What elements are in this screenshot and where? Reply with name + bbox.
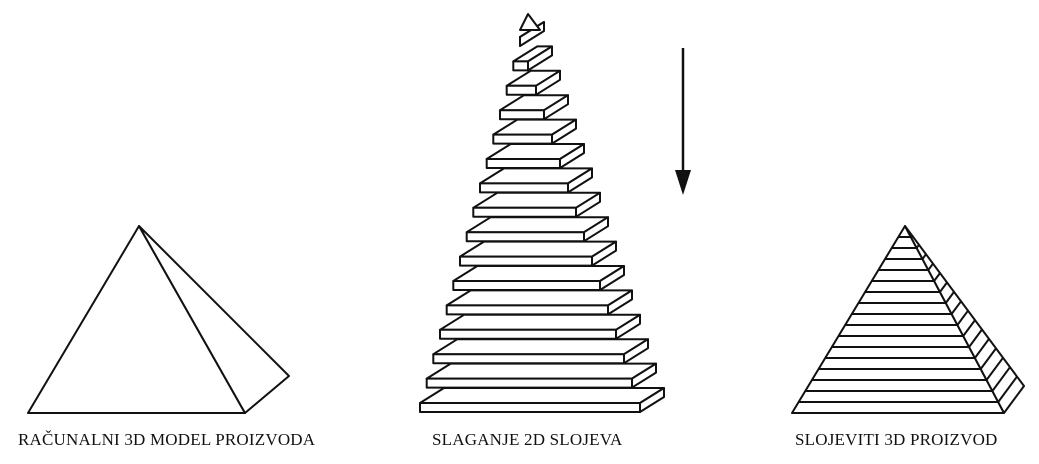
layer-slab	[445, 289, 633, 316]
layer-stack	[419, 13, 665, 413]
product-side-layer-line	[950, 300, 962, 315]
layer-slab	[439, 313, 641, 340]
layer-slab	[419, 387, 665, 413]
product-side-layer-line	[915, 244, 920, 249]
pyramid-side-face	[138, 225, 290, 414]
layer-slab	[492, 118, 577, 145]
layer-slab	[465, 216, 609, 243]
label-computer-model: RAČUNALNI 3D MODEL PROIZVODA	[18, 430, 316, 449]
label-layered-product: SLOJEVITI 3D PROIZVOD	[795, 430, 998, 449]
product-side-layer-line	[944, 291, 955, 304]
build-direction-arrow	[675, 48, 691, 195]
product-side-layer-line	[909, 234, 913, 238]
layered-3d-product	[791, 225, 1025, 414]
layer-slab	[512, 45, 553, 72]
product-side-face	[904, 225, 1025, 414]
layer-slab	[499, 94, 569, 121]
layer-slab	[472, 191, 601, 218]
layer-slab	[459, 240, 617, 267]
pyramid-3d-model	[27, 225, 290, 414]
layer-slab	[485, 143, 585, 169]
label-stacking-layers: SLAGANJE 2D SLOJEVA	[432, 430, 623, 449]
layer-slab	[452, 265, 625, 291]
layer-slab	[479, 167, 593, 194]
product-side-layer-line	[991, 366, 1011, 392]
product-side-layer-line	[927, 263, 934, 271]
product-side-layer-line	[997, 376, 1018, 403]
layer-slab	[432, 338, 649, 365]
product-side-layer-line	[979, 347, 997, 370]
layer-slab	[505, 69, 561, 96]
layer-slab	[425, 362, 657, 389]
product-side-layer-line	[933, 272, 941, 282]
layer-slab-apex	[519, 13, 541, 31]
product-side-layer-line	[962, 319, 976, 337]
product-side-layer-line	[968, 328, 983, 348]
product-side-layer-line	[956, 310, 969, 326]
product-side-layer-line	[921, 253, 927, 260]
product-side-layer-line	[974, 338, 990, 359]
product-side-layer-line	[985, 357, 1004, 381]
product-side-layer-line	[939, 281, 948, 293]
